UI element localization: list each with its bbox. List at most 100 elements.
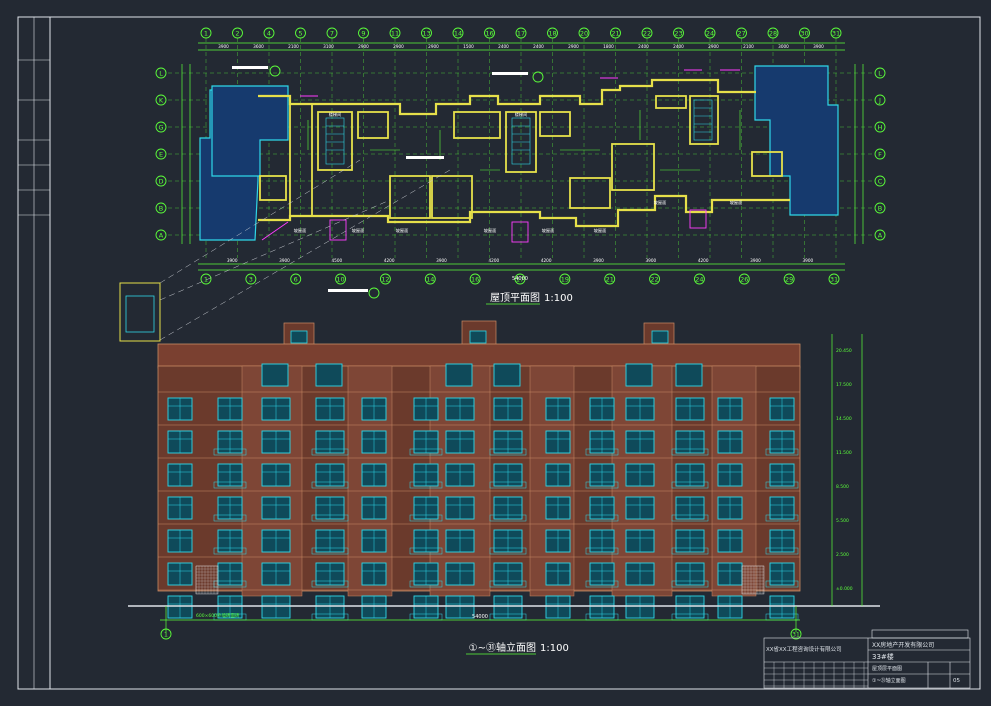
window <box>311 595 349 621</box>
dimension-text: 3900 <box>802 258 813 263</box>
window <box>625 430 655 454</box>
axis-bubble <box>155 67 167 79</box>
room-label: 坡屋面 <box>730 199 743 206</box>
elevation-axis-right: 31 <box>792 632 800 639</box>
title-block-drawing-name: 屋顶层平面图 <box>872 666 902 672</box>
floor-level-label: ±0.000 <box>836 586 853 592</box>
room-label: 楼梯间 <box>515 111 528 118</box>
window <box>261 595 291 619</box>
elevation-scale: 1:100 <box>540 643 569 654</box>
attic-window <box>315 363 343 387</box>
axis-bubble <box>673 27 684 39</box>
axis-label: J <box>878 96 881 104</box>
window <box>765 463 799 489</box>
axis-bubble <box>232 27 243 39</box>
axis-label: 21 <box>606 275 614 283</box>
dimension-text: 3900 <box>218 44 229 49</box>
dormer-window <box>290 330 308 344</box>
window <box>445 595 475 619</box>
title-block-sheet-no: 05 <box>953 678 960 684</box>
window <box>765 529 799 555</box>
dormer-window <box>651 330 669 344</box>
window <box>671 496 709 522</box>
axis-bubble <box>559 273 571 285</box>
dimension-text: 2900 <box>393 44 404 49</box>
window <box>167 529 193 553</box>
window <box>261 430 291 454</box>
axis-bubble <box>155 148 167 160</box>
window <box>545 595 571 619</box>
window <box>717 397 743 421</box>
window <box>409 496 443 522</box>
axis-bubble <box>704 27 716 39</box>
axis-bubble <box>874 67 886 79</box>
axis-label: 27 <box>737 29 745 37</box>
floor-level-label: 2.500 <box>836 552 849 558</box>
axis-label: K <box>159 96 164 104</box>
window <box>213 496 247 522</box>
axis-bubble <box>874 94 886 106</box>
axis-label: E <box>159 150 163 158</box>
plan-dimension-lines <box>181 42 864 271</box>
window <box>585 595 619 621</box>
window <box>361 397 387 421</box>
dimension-text: 4500 <box>331 258 342 263</box>
axis-label: 2 <box>235 29 239 37</box>
axis-label: 11 <box>391 29 399 37</box>
window <box>167 562 193 586</box>
axis-bubble <box>799 27 810 39</box>
axis-bubble <box>693 273 705 285</box>
dimension-text: 2900 <box>428 44 439 49</box>
axis-label: 29 <box>785 275 793 283</box>
axis-label: 4 <box>267 29 271 37</box>
elevation-axis-right-bubble <box>790 628 802 640</box>
axis-label: 30 <box>800 29 808 37</box>
axis-bubble <box>736 27 747 39</box>
title-block <box>763 629 971 689</box>
window <box>261 562 291 586</box>
axis-bubble <box>604 273 616 285</box>
axis-label: F <box>878 150 882 158</box>
window <box>625 595 655 619</box>
axis-bubble <box>649 273 661 285</box>
dimension-text: 2900 <box>358 44 369 49</box>
window <box>671 562 709 588</box>
room-labels: 楼梯间楼梯间坡屋面坡屋面坡屋面坡屋面坡屋面坡屋面坡屋面坡屋面 <box>294 111 743 234</box>
window <box>545 562 571 586</box>
axis-bubble <box>200 27 212 39</box>
axis-bubble <box>547 27 558 39</box>
dimension-text: 3900 <box>279 258 290 263</box>
axis-bubble <box>828 273 840 285</box>
windows <box>167 330 799 621</box>
axis-bubble <box>469 273 481 285</box>
room-label: 坡屋面 <box>594 227 607 234</box>
axis-label: 20 <box>580 29 588 37</box>
window <box>489 529 527 555</box>
window <box>311 430 349 456</box>
floor-level-labels: 20.45017.50014.50011.5008.5005.5002.500±… <box>836 348 853 592</box>
window <box>585 430 619 456</box>
window <box>311 496 349 522</box>
floor-level-label: 8.500 <box>836 484 849 490</box>
window <box>261 496 291 520</box>
axis-bubble <box>295 27 306 39</box>
title-block-grid <box>764 662 868 688</box>
section-markers <box>269 65 544 299</box>
detail-box <box>119 282 161 342</box>
axis-label: 23 <box>674 29 682 37</box>
roof-inner-walls <box>259 95 783 219</box>
window <box>213 595 247 621</box>
dimension-text: 4200 <box>384 258 395 263</box>
dimension-text: 2100 <box>743 44 754 49</box>
window <box>585 496 619 522</box>
axis-bubble <box>155 229 167 241</box>
window <box>493 397 523 421</box>
window <box>489 496 527 522</box>
window <box>675 397 705 421</box>
window <box>167 430 193 454</box>
window <box>489 595 527 621</box>
window <box>361 430 387 454</box>
